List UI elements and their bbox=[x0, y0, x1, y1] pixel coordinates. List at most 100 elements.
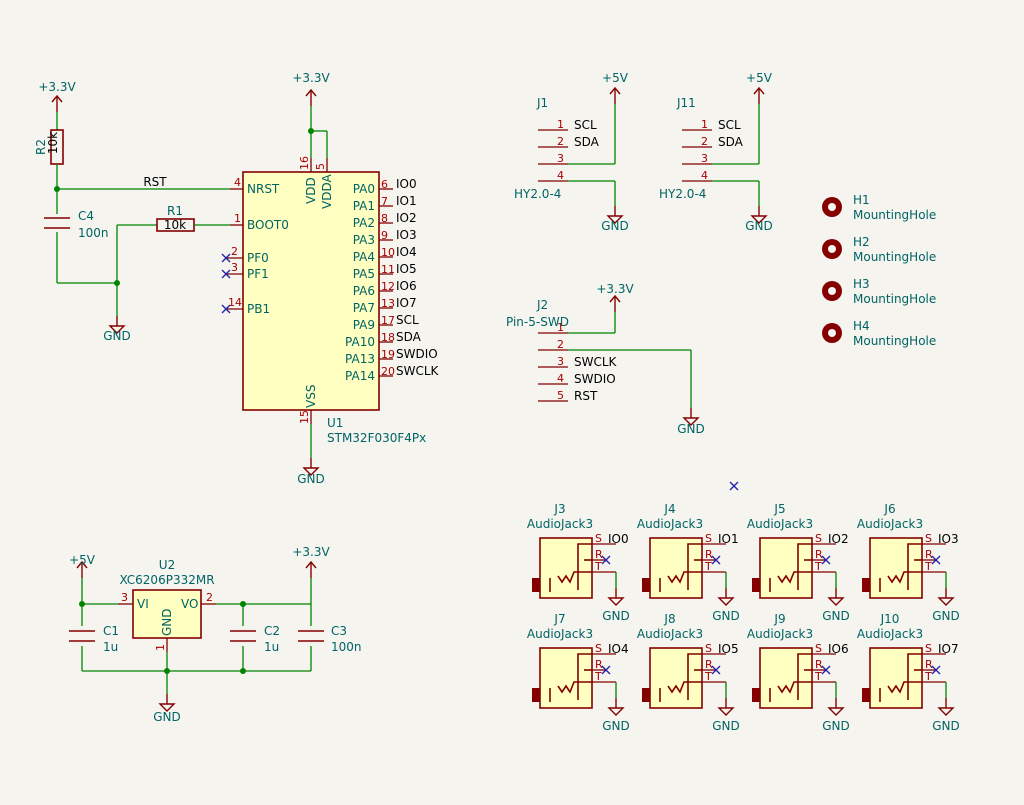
jack-value: AudioJack3 bbox=[747, 517, 813, 531]
capacitor-c3[interactable]: C3 100n bbox=[298, 624, 362, 654]
pin-number: 2 bbox=[557, 338, 564, 351]
c1-value: 1u bbox=[103, 640, 118, 654]
resistor-r2[interactable]: 10k R2 bbox=[34, 129, 64, 165]
j2-value: Pin-5-SWD bbox=[506, 315, 569, 329]
pin-number: 4 bbox=[557, 372, 564, 385]
pin-name: PA3 bbox=[353, 233, 375, 247]
gnd-label: GND bbox=[932, 609, 960, 623]
capacitor-c2[interactable]: C2 1u bbox=[230, 624, 280, 654]
pin-number: 2 bbox=[701, 135, 708, 148]
jack-ref: J8 bbox=[663, 612, 675, 626]
gnd-label: GND bbox=[601, 219, 629, 233]
u1-value: STM32F030F4Px bbox=[327, 431, 426, 445]
pin-name: VO bbox=[181, 597, 198, 611]
pin-name: PF0 bbox=[247, 251, 269, 265]
pin-name: PA7 bbox=[353, 301, 375, 315]
net-label: IO3 bbox=[938, 532, 959, 546]
j2-ref: J2 bbox=[536, 298, 548, 312]
pin-t: T bbox=[704, 670, 712, 683]
net-label: SDA bbox=[396, 330, 422, 344]
pin-t: T bbox=[924, 670, 932, 683]
net-label: SWDIO bbox=[396, 347, 438, 361]
jack-value: AudioJack3 bbox=[857, 517, 923, 531]
pin-t: T bbox=[594, 670, 602, 683]
jack-ref: J6 bbox=[883, 502, 895, 516]
net-label: SDA bbox=[574, 135, 600, 149]
pin-name: VDD bbox=[304, 177, 318, 204]
pin-r: R bbox=[815, 548, 823, 561]
net-label: IO2 bbox=[828, 532, 849, 546]
jack-ref: J5 bbox=[773, 502, 785, 516]
regulator-section: +5V VI VO GND U2 XC6206P332MR 3 2 1 +3.3… bbox=[69, 545, 362, 724]
u1-top-pins: +3.3V 16 5 VDD VDDA bbox=[292, 71, 334, 209]
u2-value: XC6206P332MR bbox=[119, 573, 214, 587]
power-3v3-reg: +3.3V bbox=[292, 545, 330, 579]
hole-ref: H4 bbox=[853, 319, 870, 333]
jack-ref: J3 bbox=[553, 502, 565, 516]
pin-number: 8 bbox=[381, 212, 388, 225]
net-label: SWCLK bbox=[574, 355, 618, 369]
pin-number: 19 bbox=[381, 348, 395, 361]
mcu-u1[interactable]: U1 STM32F030F4Px bbox=[242, 171, 426, 445]
pin-name: VI bbox=[137, 597, 149, 611]
pin-number: 4 bbox=[557, 169, 564, 182]
net-label: IO7 bbox=[938, 642, 959, 656]
power-label: +5V bbox=[602, 71, 629, 85]
c1-ref: C1 bbox=[103, 624, 119, 638]
resistor-r1[interactable]: 10k R1 bbox=[156, 204, 195, 232]
gnd-label: GND bbox=[103, 329, 131, 343]
gnd-label: GND bbox=[153, 710, 181, 724]
hole-value: MountingHole bbox=[853, 334, 936, 348]
gnd-label: GND bbox=[602, 719, 630, 733]
pin-name: GND bbox=[160, 608, 174, 636]
pin-r: R bbox=[815, 658, 823, 671]
pin-number: 2 bbox=[231, 245, 238, 258]
pin-number: 15 bbox=[298, 410, 311, 424]
regulator-u2[interactable]: VI VO GND U2 XC6206P332MR bbox=[119, 558, 215, 639]
gnd-label: GND bbox=[677, 422, 705, 436]
power-label: +5V bbox=[746, 71, 773, 85]
c3-ref: C3 bbox=[331, 624, 347, 638]
jack-value: AudioJack3 bbox=[857, 627, 923, 641]
u1-left-pins: 4 NRST 1 BOOT0 2 PF0 3 PF1 14 PB1 bbox=[221, 176, 289, 316]
c4-value: 100n bbox=[78, 226, 109, 240]
net-label: IO6 bbox=[828, 642, 849, 656]
gnd-label: GND bbox=[822, 609, 850, 623]
pin-s: S bbox=[595, 532, 602, 545]
r1-ref: R1 bbox=[167, 204, 183, 218]
power-label: +3.3V bbox=[38, 80, 76, 94]
pin-number: 13 bbox=[381, 297, 395, 310]
pin-r: R bbox=[595, 658, 603, 671]
pin-t: T bbox=[704, 560, 712, 573]
mcu-section: +3.3V 10k R2 RST C4 100n GND 1 bbox=[34, 71, 440, 486]
pin-number: 3 bbox=[121, 591, 128, 604]
capacitor-c1[interactable]: C1 1u bbox=[69, 624, 119, 654]
jack-value: AudioJack3 bbox=[527, 627, 593, 641]
pin-name: NRST bbox=[247, 182, 280, 196]
j1-value: HY2.0-4 bbox=[514, 187, 561, 201]
u1-bottom-pin: 15 VSS GND bbox=[297, 385, 325, 486]
net-rst-label: RST bbox=[143, 175, 167, 189]
capacitor-c4[interactable]: C4 100n bbox=[44, 209, 109, 240]
pin-name: PA4 bbox=[353, 250, 375, 264]
pin-name: BOOT0 bbox=[247, 218, 289, 232]
u2-ref: U2 bbox=[159, 558, 175, 572]
c2-ref: C2 bbox=[264, 624, 280, 638]
